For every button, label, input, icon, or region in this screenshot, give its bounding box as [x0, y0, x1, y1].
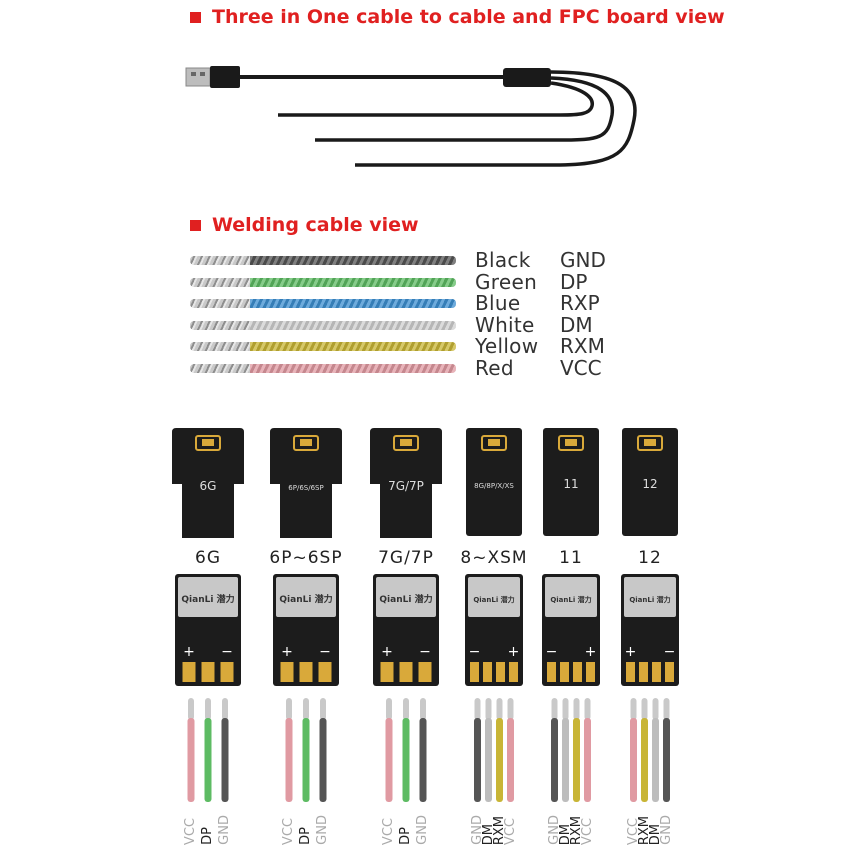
svg-text:−: − [319, 644, 331, 660]
svg-text:QianLi 潜力: QianLi 潜力 [550, 595, 591, 604]
board-model-print: 6G [200, 479, 217, 493]
signal-label: GND [315, 815, 330, 845]
solder-wire-bundle [385, 698, 427, 802]
wire-signal-name: RXM [560, 334, 605, 358]
fpc-board-top: 11 [543, 428, 599, 536]
svg-text:−: − [221, 644, 233, 660]
signal-label: VCC [579, 817, 595, 845]
signal-label: GND [658, 815, 674, 845]
three-in-one-cable-illustration [185, 66, 637, 167]
wire-insulation [250, 363, 456, 373]
board-model-label: 6P~6SP [269, 548, 343, 568]
svg-text:QianLi 潜力: QianLi 潜力 [629, 595, 670, 604]
signal-label: DP [298, 827, 313, 845]
connector-board-bottom: QianLi 潜力 + − [273, 574, 339, 686]
wire-color-name: Yellow [475, 334, 539, 358]
board-model-label: 7G/7P [378, 548, 434, 568]
signal-label: DP [398, 827, 413, 845]
connector-board-bottom: QianLi 潜力 − + [542, 574, 600, 686]
board-model-label: 11 [559, 548, 583, 568]
connector-board-bottom: QianLi 潜力 + − [175, 574, 241, 686]
bullet-square-icon [190, 11, 201, 23]
board-model-print: 6P/6S/6SP [288, 484, 323, 492]
stripped-strand-icon [190, 320, 256, 330]
fpc-board-top: 8G/8P/X/XS [466, 428, 522, 536]
signal-label: VCC [502, 817, 518, 845]
svg-text:QianLi 潜力: QianLi 潜力 [379, 593, 432, 605]
solder-wire-bundle [551, 698, 591, 802]
svg-text:−: − [469, 644, 481, 660]
wire-signal-name: RXP [560, 291, 600, 315]
stripped-strand-icon [190, 342, 256, 351]
solder-wire-bundle [285, 698, 327, 802]
wire-signal-name: GND [560, 248, 606, 272]
section-heading-welding: Welding cable view [190, 214, 419, 236]
svg-text:+: + [281, 644, 293, 660]
svg-text:+: + [381, 644, 393, 660]
svg-text:−: − [664, 644, 676, 660]
svg-text:+: + [508, 644, 520, 660]
signal-label: VCC [381, 817, 396, 845]
svg-text:QianLi 潜力: QianLi 潜力 [473, 595, 514, 604]
signal-label: GND [217, 815, 232, 845]
wire-insulation [250, 256, 456, 265]
fpc-board-top: 7G/7P [370, 428, 442, 538]
svg-text:+: + [625, 644, 637, 660]
signal-label: VCC [183, 817, 198, 845]
signal-label: VCC [281, 817, 296, 845]
wire-color-name: White [475, 312, 535, 337]
signal-label: GND [415, 815, 430, 845]
svg-text:−: − [546, 644, 558, 660]
wire-color-name: Green [475, 269, 538, 294]
solder-wire-bundle [630, 698, 670, 802]
board-model-label: 8~XSM [460, 548, 528, 568]
wire-color-name: Blue [475, 291, 521, 315]
fpc-board-top: 6P/6S/6SP [270, 428, 342, 538]
stripped-strand-icon [190, 277, 256, 287]
board-model-print: 7G/7P [388, 479, 424, 493]
section-title: Three in One cable to cable and FPC boar… [212, 6, 725, 28]
section-title: Welding cable view [212, 214, 419, 236]
solder-wire-bundle [474, 698, 514, 802]
bullet-square-icon [190, 219, 201, 231]
wire-signal-name: VCC [560, 355, 602, 380]
connector-board-bottom: QianLi 潜力 + − [621, 574, 679, 686]
fpc-board-top: 6G [172, 428, 244, 538]
board-model-print: 11 [563, 477, 578, 491]
stripped-strand-icon [190, 299, 256, 308]
stripped-strand-icon [190, 363, 256, 373]
svg-text:−: − [419, 644, 431, 660]
stripped-strand-icon [190, 256, 256, 265]
wire-color-name: Black [475, 248, 531, 272]
board-model-print: 8G/8P/X/XS [474, 482, 514, 490]
svg-text:+: + [183, 644, 195, 660]
svg-text:QianLi 潜力: QianLi 潜力 [181, 593, 234, 605]
connector-board-bottom: QianLi 潜力 − + [465, 574, 523, 686]
usb-plug-icon [185, 67, 211, 87]
wire-signal-name: DP [560, 269, 588, 294]
board-model-print: 12 [642, 477, 657, 491]
wire-insulation [250, 277, 456, 287]
fpc-board-top: 12 [622, 428, 678, 536]
board-model-label: 6G [195, 548, 221, 568]
wire-signal-name: DM [560, 312, 593, 337]
svg-text:+: + [585, 644, 597, 660]
wire-insulation [250, 299, 456, 308]
board-model-label: 12 [638, 548, 662, 568]
wire-insulation [250, 342, 456, 351]
section-heading-cable: Three in One cable to cable and FPC boar… [190, 6, 725, 28]
svg-text:QianLi 潜力: QianLi 潜力 [279, 593, 332, 605]
connector-board-bottom: QianLi 潜力 + − [373, 574, 439, 686]
solder-wire-bundle [187, 698, 229, 802]
wire-insulation [250, 320, 456, 330]
signal-label: DP [200, 827, 215, 845]
wire-color-name: Red [475, 355, 514, 380]
